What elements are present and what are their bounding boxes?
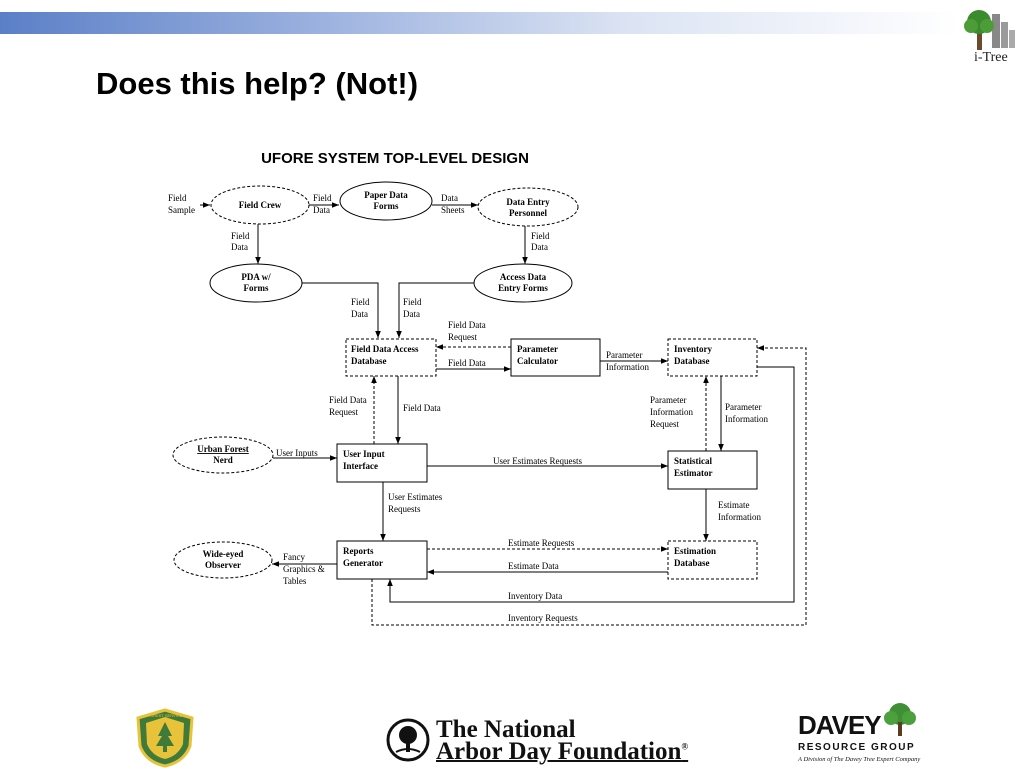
node-wide-eyed [173, 541, 273, 579]
svg-text:Data: Data [313, 205, 330, 215]
label-field-data-down: Field Data [403, 403, 441, 413]
svg-text:Graphics &: Graphics & [283, 564, 325, 574]
ufore-system-diagram: UFORE SYSTEM TOP-LEVEL DESIGN Field Samp… [168, 150, 807, 626]
node-reports-label: Reports [343, 546, 374, 556]
svg-text:Personnel: Personnel [509, 208, 547, 218]
node-inventory-db [667, 338, 758, 377]
label-field-data-b: Field [403, 297, 422, 307]
svg-text:Generator: Generator [343, 558, 383, 568]
svg-text:Sheets: Sheets [441, 205, 465, 215]
svg-text:Database: Database [674, 558, 710, 568]
svg-text:Tables: Tables [283, 576, 307, 586]
svg-text:Sample: Sample [168, 205, 195, 215]
node-pda-label: PDA w/ [241, 272, 271, 282]
svg-text:Entry Forms: Entry Forms [498, 283, 548, 293]
label-field-data-1: Field [313, 193, 332, 203]
node-urban-nerd [172, 436, 274, 474]
arrow-pda-to-fielddb [302, 282, 381, 338]
davey-resource-group-logo: DAVEY RESOURCE GROUP A Division of The D… [794, 700, 924, 766]
node-stat-est-label: Statistical [674, 456, 712, 466]
label-field-data-entry: Field [531, 231, 550, 241]
svg-text:Information: Information [725, 414, 768, 424]
svg-text:Database: Database [351, 356, 387, 366]
node-paper-forms-label: Paper Data [364, 190, 408, 200]
label-field-data-mid: Field Data [448, 358, 486, 368]
label-param-info-2: Parameter [725, 402, 761, 412]
itree-logo-icon [964, 10, 1015, 50]
label-estimate-requests: Estimate Requests [508, 538, 575, 548]
node-param-calc [510, 338, 601, 377]
label-user-estimates-requests: User Estimates Requests [493, 456, 582, 466]
svg-text:Nerd: Nerd [213, 455, 233, 465]
node-param-calc-label: Parameter [517, 344, 558, 354]
svg-text:FOREST SERVICE: FOREST SERVICE [148, 713, 183, 718]
label-fancy: Fancy [283, 552, 305, 562]
svg-text:Information: Information [718, 512, 761, 522]
node-wide-eyed-label: Wide-eyed [203, 549, 244, 559]
label-estimate-data: Estimate Data [508, 561, 559, 571]
node-estimation-db [667, 540, 758, 580]
node-user-input-label: User Input [343, 449, 385, 459]
svg-text:Request: Request [650, 419, 679, 429]
label-user-estimates-requests-2: User Estimates [388, 492, 443, 502]
nadf-line1: The National [436, 716, 576, 743]
label-field-data-pda: Field [231, 231, 250, 241]
usfs-shield-logo: FOREST SERVICE [136, 708, 194, 768]
svg-text:Data: Data [351, 309, 368, 319]
label-inventory-requests: Inventory Requests [508, 613, 578, 623]
svg-text:Database: Database [674, 356, 710, 366]
svg-text:Requests: Requests [388, 504, 421, 514]
svg-text:Data: Data [531, 242, 548, 252]
davey-division: A Division of The Davey Tree Expert Comp… [798, 756, 921, 763]
label-data-sheets: Data [441, 193, 458, 203]
davey-tree-icon [884, 703, 916, 736]
svg-text:Data: Data [231, 242, 248, 252]
itree-label: i-Tree [974, 50, 1008, 65]
svg-text:Estimator: Estimator [674, 468, 713, 478]
label-param-info-request: Parameter [650, 395, 686, 405]
svg-text:Request: Request [448, 332, 477, 342]
node-field-crew-label: Field Crew [239, 200, 282, 210]
node-estimation-db-label: Estimation [674, 546, 716, 556]
arrow-inventory-requests [371, 345, 807, 626]
arbor-day-foundation-logo: The National Arbor Day Foundation® [386, 714, 689, 766]
svg-text:Information: Information [650, 407, 693, 417]
arrow-access-to-fielddb [396, 282, 474, 338]
arrow-inventory-data [387, 366, 795, 603]
label-field-sample: Field [168, 193, 187, 203]
label-field-data-a: Field [351, 297, 370, 307]
svg-text:Calculator: Calculator [517, 356, 558, 366]
title-gradient-bar [0, 12, 960, 34]
label-inventory-data: Inventory Data [508, 591, 562, 601]
arbor-day-tree-icon [386, 718, 430, 762]
node-data-entry-label: Data Entry [506, 197, 550, 207]
diagram-title: UFORE SYSTEM TOP-LEVEL DESIGN [261, 150, 529, 167]
label-field-data-request-left: Field Data [329, 395, 367, 405]
svg-text:Interface: Interface [343, 461, 378, 471]
node-stat-est [667, 450, 758, 490]
svg-text:Forms: Forms [374, 201, 399, 211]
label-field-data-request-top: Field Data [448, 320, 486, 330]
svg-text:Information: Information [606, 362, 649, 372]
node-reports [336, 540, 428, 580]
node-user-input [336, 443, 428, 483]
label-user-inputs: User Inputs [276, 448, 318, 458]
svg-text:Forms: Forms [244, 283, 269, 293]
node-urban-nerd-label: Urban Forest [197, 444, 249, 454]
davey-word: DAVEY [798, 710, 882, 740]
node-access-forms-label: Access Data [500, 272, 547, 282]
node-field-db [345, 338, 437, 377]
slide-title: Does this help? (Not!) [96, 66, 419, 101]
svg-text:Request: Request [329, 407, 358, 417]
nadf-line2: Arbor Day Foundation® [436, 738, 689, 765]
node-data-entry [477, 187, 579, 227]
svg-text:Observer: Observer [205, 560, 241, 570]
label-param-info-1: Parameter [606, 350, 642, 360]
label-estimate-info: Estimate [718, 500, 750, 510]
node-inventory-db-label: Inventory [674, 344, 712, 354]
node-field-db-label: Field Data Access [351, 344, 419, 354]
node-paper-forms [339, 181, 433, 221]
davey-sub: RESOURCE GROUP [798, 742, 916, 753]
svg-text:Data: Data [403, 309, 420, 319]
